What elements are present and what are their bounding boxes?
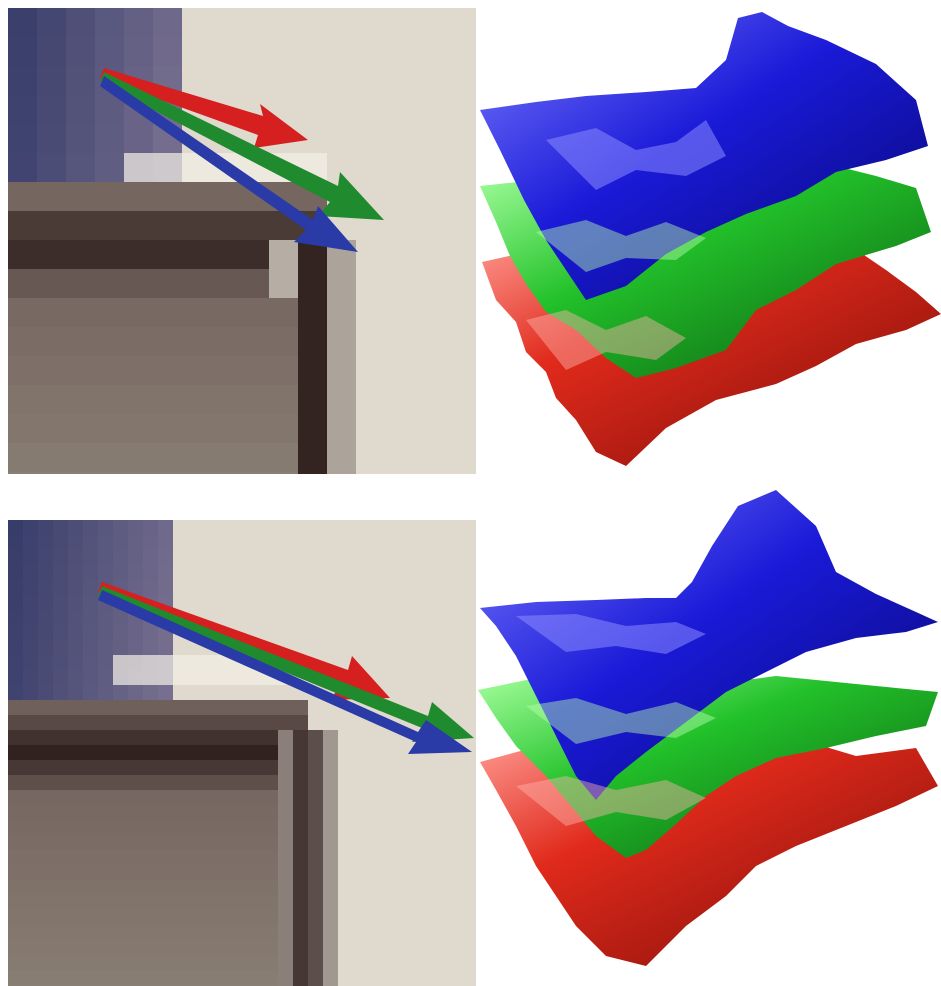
surface-stack-top — [476, 0, 941, 480]
red-surface-highlight — [526, 310, 686, 370]
green-surface-highlight — [526, 698, 716, 744]
gradient-arrows-top — [100, 68, 384, 252]
surface-stack-top-svg — [480, 12, 941, 466]
blue-surface — [480, 490, 938, 800]
surface-stack-bottom — [476, 486, 941, 986]
blue-arrow — [98, 590, 472, 754]
green-surface-highlight — [536, 220, 706, 272]
pixel-patch-bottom — [8, 520, 476, 986]
surface-stack-bottom-svg — [478, 490, 938, 966]
red-arrow — [98, 582, 390, 700]
red-surface-highlight — [516, 776, 706, 826]
blue-arrow — [100, 76, 358, 252]
pixel-patch-top — [8, 8, 476, 474]
green-arrow — [98, 586, 474, 742]
green-arrow — [100, 72, 384, 220]
red-arrow — [100, 68, 308, 148]
blue-surface-highlight — [516, 614, 706, 654]
pixel-patch-top-svg — [8, 8, 476, 474]
pixel-grid-top — [8, 8, 476, 474]
pixel-patch-bottom-svg — [8, 520, 476, 986]
gradient-arrows-bottom — [98, 582, 474, 754]
pixel-grid-bottom — [8, 520, 476, 986]
blue-surface-highlight — [546, 120, 726, 190]
